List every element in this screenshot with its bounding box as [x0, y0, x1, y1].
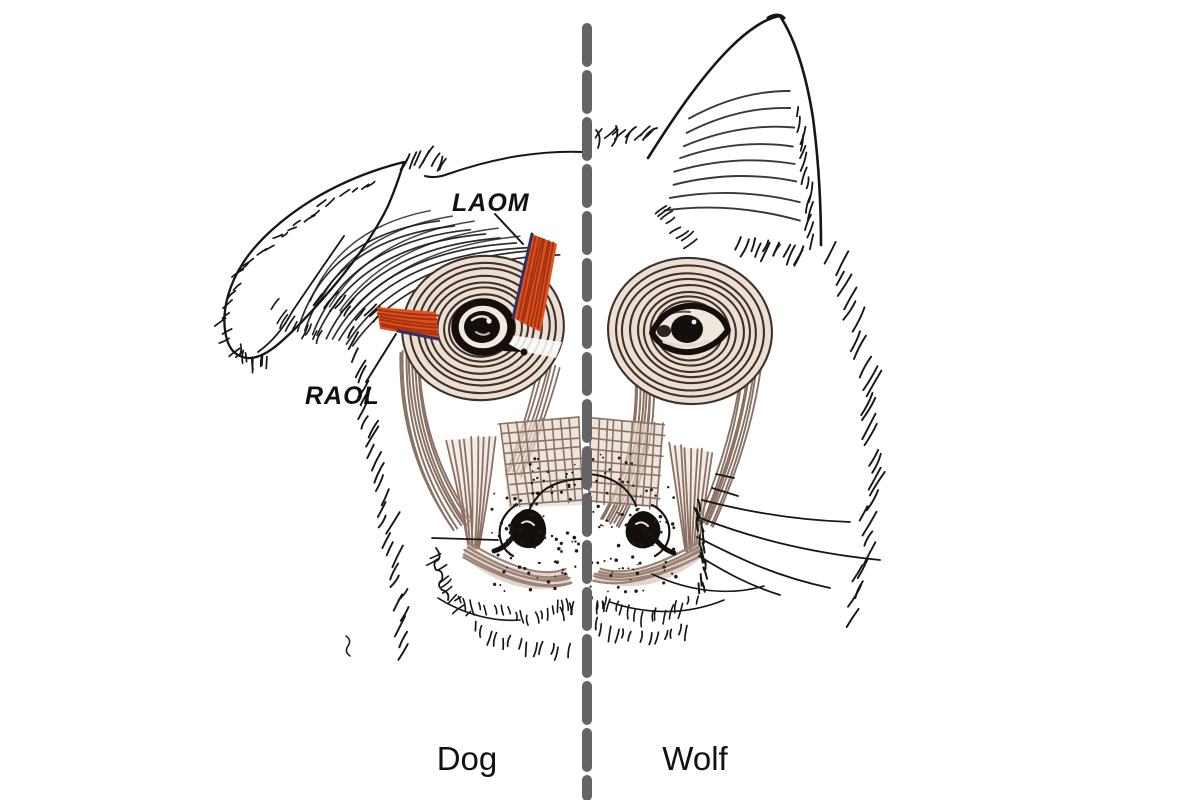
dog-iris-highlight-1: [470, 315, 490, 322]
dog-eye-tear-duct: [503, 342, 523, 352]
dog-ear-tip-fur: [239, 343, 268, 374]
wolf-head-top-fur: [594, 125, 655, 141]
laom-stripes: [517, 236, 555, 329]
dog-head-top-fur: [399, 145, 447, 172]
wolf-whisker-4: [698, 555, 781, 596]
dog-jaw-curve: [437, 597, 521, 622]
wolf-eye-pupil: [671, 315, 703, 343]
wolf-crosshatch-vertical: [587, 417, 664, 510]
wolf-half: [584, 13, 886, 646]
wolf-nose-stipple: [587, 485, 678, 594]
wolf-whisker-tick-2: [715, 473, 735, 479]
dog-muzzle-left-fur: [425, 552, 472, 617]
wolf-ear-left-edge: [646, 14, 782, 160]
dog-eye-white-wedge: [502, 334, 562, 358]
dog-nostril-inner-highlight: [521, 520, 535, 526]
wolf-chin-fringe: [594, 616, 688, 646]
wolf-ear-inner-hatch: [663, 90, 801, 222]
dog-nose-stipple: [490, 490, 580, 592]
wolf-under-nose-ticks: [589, 596, 605, 615]
wolf-whisker-tick-1: [711, 487, 739, 497]
wolf-nose-stipple-upper: [587, 453, 635, 487]
dog-iris-highlight-2: [475, 331, 490, 336]
dog-half: [213, 145, 584, 661]
wolf-label: Wolf: [662, 740, 728, 777]
dog-temple-tufts: [312, 291, 383, 323]
dog-eye-specular: [486, 318, 492, 324]
raol-navy-edge: [396, 329, 440, 341]
dog-cheek-fur-column: [347, 325, 410, 661]
wolf-whiskers: [696, 473, 881, 596]
dog-lip-fringe: [457, 595, 565, 626]
wolf-head-top-tuft-1: [595, 129, 601, 149]
dog-ear-edge-fur: [213, 180, 376, 359]
wolf-cheek-fur-column: [823, 241, 886, 628]
dog-whisker-dot: [505, 538, 511, 544]
wolf-nostril-tail: [653, 537, 677, 556]
dog-lip-crescent-lines: [462, 541, 573, 588]
wolf-ear-right-inner-fur: [796, 106, 815, 251]
raol-muscle: [376, 307, 440, 341]
raol-leader-line: [365, 333, 397, 383]
laom-label: LAOM: [452, 189, 530, 217]
wolf-eye-specular: [691, 319, 697, 325]
wolf-whisker-2: [699, 517, 881, 561]
laom-navy-edge: [511, 232, 534, 320]
dog-muzzle-left-squiggle: [433, 547, 450, 601]
dog-nostril: [509, 509, 547, 549]
dog-temple-fur-sweep-2: [309, 209, 521, 316]
dog-nose-stipple-upper: [528, 457, 576, 489]
wolf-ear-right-edge: [778, 14, 823, 247]
laom-muscle: [511, 232, 557, 332]
wolf-eye-lower-highlight: [662, 339, 710, 348]
dog-chin-fringe: [474, 620, 572, 661]
wolf-whisker-3: [696, 536, 831, 589]
wolf-eye-corner-blotch: [657, 325, 671, 337]
raol-label: RAOL: [305, 382, 380, 410]
wolf-nostril: [625, 511, 661, 549]
wolf-eye: [607, 256, 773, 406]
wolf-chin-curve: [609, 599, 725, 613]
wolf-crosshatch-horizontal: [587, 416, 666, 508]
dog-nose-fan-band: [445, 435, 497, 550]
dog-whisker-dash: [431, 537, 499, 541]
dog-nasolabial-band: [399, 346, 474, 532]
dog-head-top-outline: [424, 150, 584, 179]
wolf-nose-top-outline: [584, 473, 637, 507]
wolf-whisker-1: [701, 499, 851, 523]
wolf-lip-crescent-lines: [592, 541, 705, 585]
wolf-muzzle-edge-fur: [693, 498, 709, 595]
dog-label: Dog: [437, 740, 498, 777]
dog-ear-inner-curls: [270, 297, 323, 345]
wolf-ear-base-left-fur: [654, 205, 698, 250]
wolf-ear-tip-accent: [766, 13, 786, 20]
wolf-eye-top-scribble: [659, 310, 691, 319]
wolf-jaw-curve: [651, 573, 765, 593]
dog-ear-outline: [223, 160, 406, 360]
wolf-nostril-outline: [650, 503, 671, 558]
dog-eye-duct-dot: [520, 348, 528, 356]
artist-signature-squiggle: [345, 635, 351, 657]
dog-ear-inner-fold: [257, 235, 345, 353]
raol-stripes: [376, 308, 440, 336]
laom-leader-line: [494, 213, 524, 245]
wolf-nose-fan-band: [668, 441, 714, 556]
wolf-ear-base-fur: [734, 236, 805, 267]
dog-under-nose-ticks: [556, 598, 575, 616]
wolf-nostril-inner-highlight: [635, 521, 649, 527]
